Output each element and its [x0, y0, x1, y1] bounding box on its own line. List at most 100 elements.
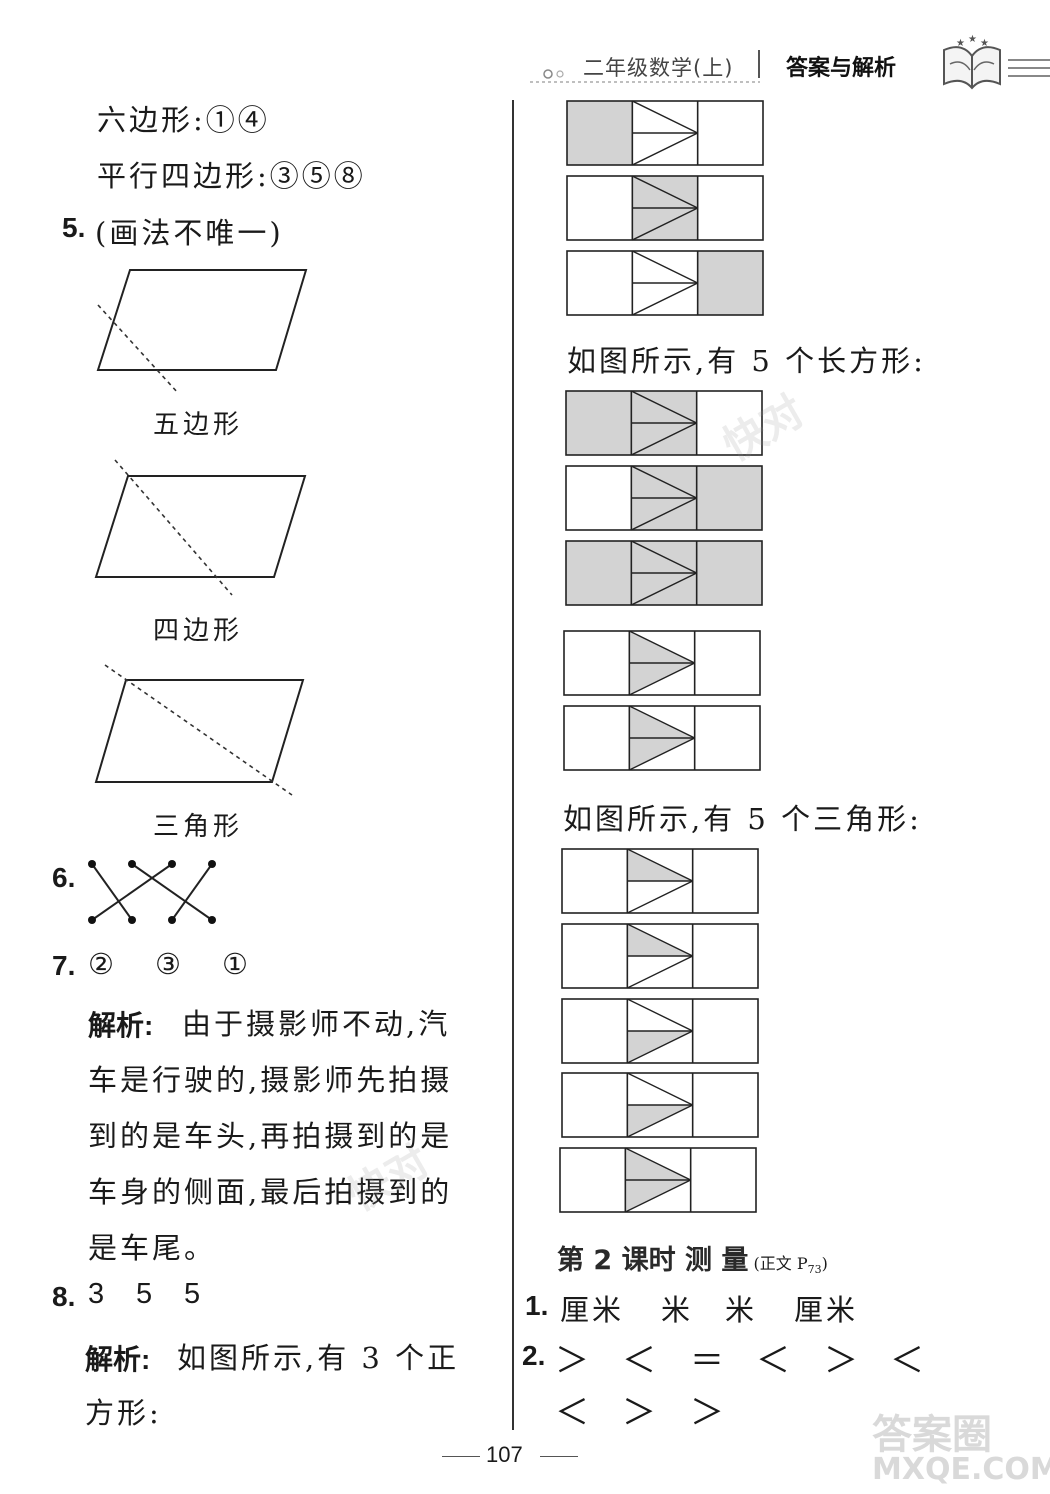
q7-answer-2: ③: [155, 947, 184, 981]
q2-symbol: ＜: [890, 1341, 924, 1381]
triangle-edge: [632, 282, 698, 316]
watermark: 答案圈: [872, 1412, 992, 1458]
triangle-edge: [627, 998, 693, 1032]
q7-number: 7.: [52, 950, 76, 981]
rect-outline: [561, 848, 759, 914]
q1-number: 1.: [525, 1290, 549, 1321]
q7-answer-3: ①: [222, 947, 251, 981]
shaded-cell: [697, 251, 763, 315]
triangle-edge: [631, 422, 697, 456]
header-book-icon: ★★★: [530, 34, 1050, 90]
triangle-edge: [629, 662, 695, 696]
triangle-edge: [625, 1179, 691, 1213]
rect-outline: [561, 923, 759, 989]
q1-answer: 米: [725, 1293, 758, 1327]
q5-parallelogram-figures: [94, 269, 308, 796]
column-divider: [512, 100, 514, 1430]
q7-analysis-line: 由于摄影师不动,汽: [182, 1007, 451, 1041]
triangle-edge: [632, 207, 698, 241]
triangle-edge: [627, 1104, 693, 1138]
rect-outline: [563, 705, 761, 771]
header-divider: [758, 50, 760, 78]
rect-outline: [559, 1147, 757, 1213]
q2-symbol: ＝: [690, 1341, 724, 1381]
q2-symbol: ＞: [824, 1341, 858, 1381]
q2-symbol: ＞: [555, 1341, 589, 1381]
q8-answer-1: 3: [88, 1278, 108, 1310]
footer-rule-right: [540, 1456, 578, 1457]
triangle-edge: [629, 705, 695, 739]
page-ref-number: 73: [807, 1263, 822, 1277]
triangle-edge: [631, 465, 697, 499]
shaded-cell: [696, 541, 762, 605]
q2-symbol: ＜: [756, 1341, 790, 1381]
q2-symbol: ＞: [690, 1393, 724, 1433]
rect-outline: [566, 175, 764, 241]
q2-symbol: ＜: [622, 1341, 656, 1381]
shaded-cell: [566, 391, 632, 455]
watermark: MXQE.COM: [872, 1452, 1050, 1487]
rect-outline: [565, 390, 763, 456]
triangle-edge: [627, 1030, 693, 1064]
triangle-edge: [631, 497, 697, 531]
q7-analysis-label: 解析:: [88, 1010, 154, 1041]
q8-answer-3: 5: [184, 1278, 204, 1310]
q7-answer-1: ②: [88, 947, 117, 981]
q1-answer: 厘米: [794, 1293, 859, 1327]
lesson-title: 第 2 课时 测 量: [557, 1245, 749, 1276]
q7-analysis-line: 车身的侧面,最后拍摄到的: [88, 1175, 453, 1209]
svg-text:★: ★: [980, 38, 989, 49]
shaded-cell: [567, 101, 633, 165]
shaded-cell: [566, 541, 632, 605]
rect-outline: [561, 998, 759, 1064]
q8-answer-2: 5: [136, 1278, 156, 1310]
q8-analysis-line: 如图所示,有 3 个正: [177, 1341, 460, 1375]
triangle-edge: [631, 572, 697, 606]
page-ref-prefix: (正文 P: [753, 1254, 808, 1273]
triangle-edge: [625, 1147, 691, 1181]
rect-outline: [565, 465, 763, 531]
triangle-edge: [632, 250, 698, 284]
q5-number: 5.: [62, 212, 86, 243]
rectangle-count-caption: 如图所示,有 5 个长方形:: [567, 344, 926, 378]
q7-analysis-line: 是车尾。: [88, 1231, 217, 1265]
q7-analysis-line: 车是行驶的,摄影师先拍摄: [88, 1063, 453, 1097]
triangle-edge: [631, 540, 697, 574]
rect-outline: [563, 630, 761, 696]
footer-rule-left: [442, 1456, 480, 1457]
page-number: 107: [486, 1442, 523, 1467]
page-ref-suffix: ): [821, 1254, 828, 1273]
q8-number: 8.: [52, 1281, 76, 1312]
caption-quadrilateral: 四边形: [153, 616, 244, 646]
q8-analysis-line: 方形:: [85, 1396, 162, 1430]
triangle-edge: [632, 132, 698, 166]
parallelogram-answer: 平行四边形:③⑤⑧: [97, 159, 366, 193]
rect-outline: [565, 540, 763, 606]
rect-outline: [566, 100, 764, 166]
caption-triangle: 三角形: [153, 812, 244, 842]
q1-answer: 厘米: [560, 1293, 625, 1327]
triangle-edge: [632, 100, 698, 134]
svg-text:★: ★: [956, 38, 965, 49]
triangle-edge: [627, 955, 693, 989]
q8-analysis-label: 解析:: [85, 1344, 151, 1375]
q5-note: (画法不唯一): [95, 216, 284, 250]
triangle-count-caption: 如图所示,有 5 个三角形:: [563, 802, 922, 836]
lesson-heading: 第 2 课时 测 量 (正文 P73): [557, 1238, 828, 1277]
q7-analysis-line: 到的是车头,再拍摄到的是: [88, 1119, 453, 1153]
triangle-edge: [627, 1072, 693, 1106]
caption-pentagon: 五边形: [153, 410, 244, 440]
header-book-title: 二年级数学(上): [583, 56, 734, 80]
lesson-page-ref: (正文 P73): [753, 1254, 828, 1277]
q2-number: 2.: [522, 1340, 546, 1371]
q2-symbol: ＜: [555, 1393, 589, 1433]
triangle-edge: [627, 880, 693, 914]
triangle-edge: [631, 390, 697, 424]
shaded-cell: [696, 466, 762, 530]
rect-outline: [566, 250, 764, 316]
header-section-title: 答案与解析: [786, 56, 897, 81]
q1-answer: 米: [661, 1293, 694, 1327]
q6-number: 6.: [52, 862, 76, 893]
q2-symbol: ＞: [622, 1393, 656, 1433]
